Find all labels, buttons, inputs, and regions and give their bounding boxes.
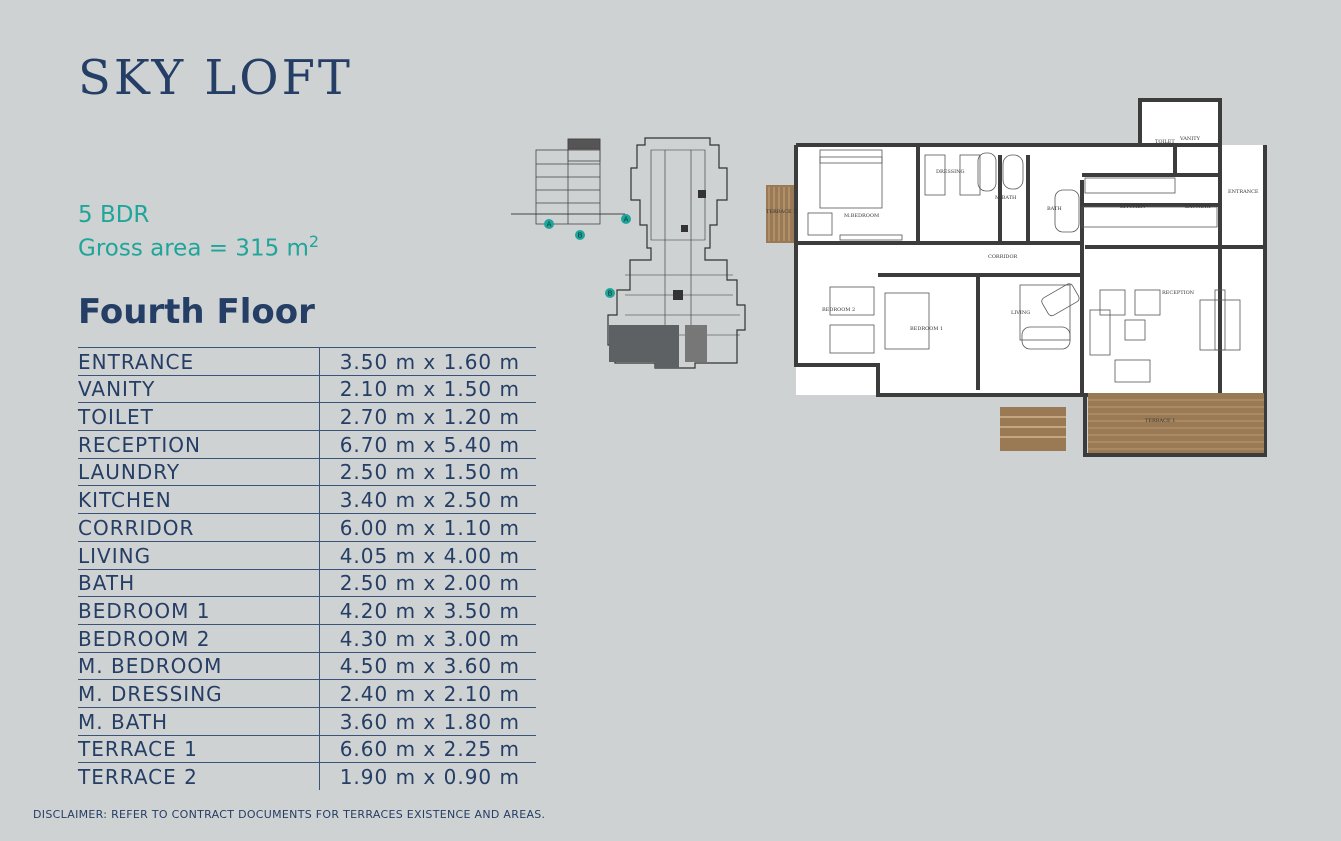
- label-bedroom-2: BEDROOM 2: [822, 307, 855, 313]
- terrace-1-deck: [1088, 393, 1264, 453]
- room-name: BEDROOM 1: [78, 596, 320, 625]
- marker-a-top: A: [621, 214, 631, 224]
- room-dimensions: 6.00 m x 1.10 m: [319, 513, 536, 542]
- gross-area-unit-exponent: 2: [308, 232, 320, 251]
- room-dimensions: 6.70 m x 5.40 m: [319, 430, 536, 459]
- room-name: BATH: [78, 568, 320, 597]
- room-dimensions: 3.40 m x 2.50 m: [319, 485, 536, 514]
- room-dimensions: 3.50 m x 1.60 m: [319, 347, 536, 376]
- room-dimensions: 3.60 m x 1.80 m: [319, 706, 536, 736]
- label-bath: BATH: [1047, 206, 1062, 212]
- label-laundry: LAUNDRY: [1185, 204, 1212, 210]
- room-dimensions: 1.90 m x 0.90 m: [319, 762, 536, 790]
- room-name: LIVING: [78, 540, 320, 569]
- label-corridor: CORRIDOR: [988, 254, 1018, 260]
- room-name: ENTRANCE: [78, 347, 320, 376]
- room-name: TOILET: [78, 402, 320, 431]
- key-plan: A A B B: [511, 137, 746, 369]
- marker-b-bottom: B: [575, 230, 585, 240]
- marker-a-top-label: A: [624, 216, 629, 224]
- room-name: KITCHEN: [78, 485, 320, 514]
- room-dimensions: 2.40 m x 2.10 m: [319, 679, 536, 708]
- label-entrance: ENTRANCE: [1228, 189, 1259, 195]
- building-elevation-diagram: [511, 138, 625, 225]
- marker-b-side: B: [605, 288, 615, 298]
- label-m-bath: M.BATH: [995, 195, 1017, 201]
- floor-heading: Fourth Floor: [78, 292, 315, 332]
- room-name: M. DRESSING: [78, 679, 320, 708]
- room-name: BEDROOM 2: [78, 623, 320, 653]
- room-dimensions: 4.05 m x 4.00 m: [319, 540, 536, 569]
- room-dimensions: 2.50 m x 2.00 m: [319, 568, 536, 597]
- room-name: TERRACE 1: [78, 734, 320, 763]
- label-toilet: TOILET: [1155, 139, 1175, 145]
- floor-plan: TOILET VANITY ENTRANCE DRESSING M.BATH B…: [766, 98, 1267, 457]
- room-dimensions: 2.50 m x 1.50 m: [319, 457, 536, 486]
- room-name: LAUNDRY: [78, 457, 320, 486]
- terrace-stair-deck: [1000, 407, 1066, 451]
- label-reception: RECEPTION: [1162, 290, 1195, 296]
- label-terrace-2: TERRACE 2: [766, 209, 796, 215]
- room-dimensions: 4.30 m x 3.00 m: [319, 623, 536, 653]
- plan-room-labels: TOILET VANITY ENTRANCE DRESSING M.BATH B…: [766, 136, 1259, 424]
- label-dressing: DRESSING: [936, 169, 965, 175]
- label-living: LIVING: [1011, 310, 1030, 316]
- marker-b-bottom-label: B: [578, 232, 583, 240]
- room-name: VANITY: [78, 374, 320, 403]
- plan-walls: [794, 98, 1267, 457]
- label-terrace-1: TERRACE 1: [1145, 418, 1175, 424]
- terrace-2-deck: [766, 185, 794, 243]
- marker-a-bottom-label: A: [547, 221, 552, 229]
- label-bedroom-1: BEDROOM 1: [910, 326, 943, 332]
- room-dimensions: 2.10 m x 1.50 m: [319, 374, 536, 403]
- disclaimer: DISCLAIMER: REFER TO CONTRACT DOCUMENTS …: [33, 808, 546, 821]
- gross-area: Gross area = 315 m2: [78, 232, 319, 262]
- plan-fixtures: [807, 149, 1241, 383]
- tower-highlight: [609, 325, 707, 368]
- room-name: RECEPTION: [78, 430, 320, 459]
- label-vanity: VANITY: [1179, 136, 1201, 142]
- room-dimensions: 6.60 m x 2.25 m: [319, 734, 536, 763]
- label-m-bedroom: M.BEDROOM: [844, 213, 879, 219]
- label-kitchen: KITCHEN: [1120, 204, 1146, 210]
- room-dimensions: 4.50 m x 3.60 m: [319, 651, 536, 680]
- marker-b-side-label: B: [608, 290, 613, 298]
- marker-a-bottom: A: [544, 219, 554, 229]
- room-name: TERRACE 2: [78, 762, 320, 790]
- room-name: M. BEDROOM: [78, 651, 320, 680]
- bedroom-count: 5 BDR: [78, 202, 150, 228]
- room-dimensions: 2.70 m x 1.20 m: [319, 402, 536, 431]
- page-title: SKY LOFT: [78, 50, 353, 106]
- gross-area-text: Gross area = 315 m: [78, 235, 309, 262]
- tower-core: [673, 190, 706, 300]
- room-name: CORRIDOR: [78, 513, 320, 542]
- room-dimensions: 4.20 m x 3.50 m: [319, 596, 536, 625]
- room-name: M. BATH: [78, 706, 320, 736]
